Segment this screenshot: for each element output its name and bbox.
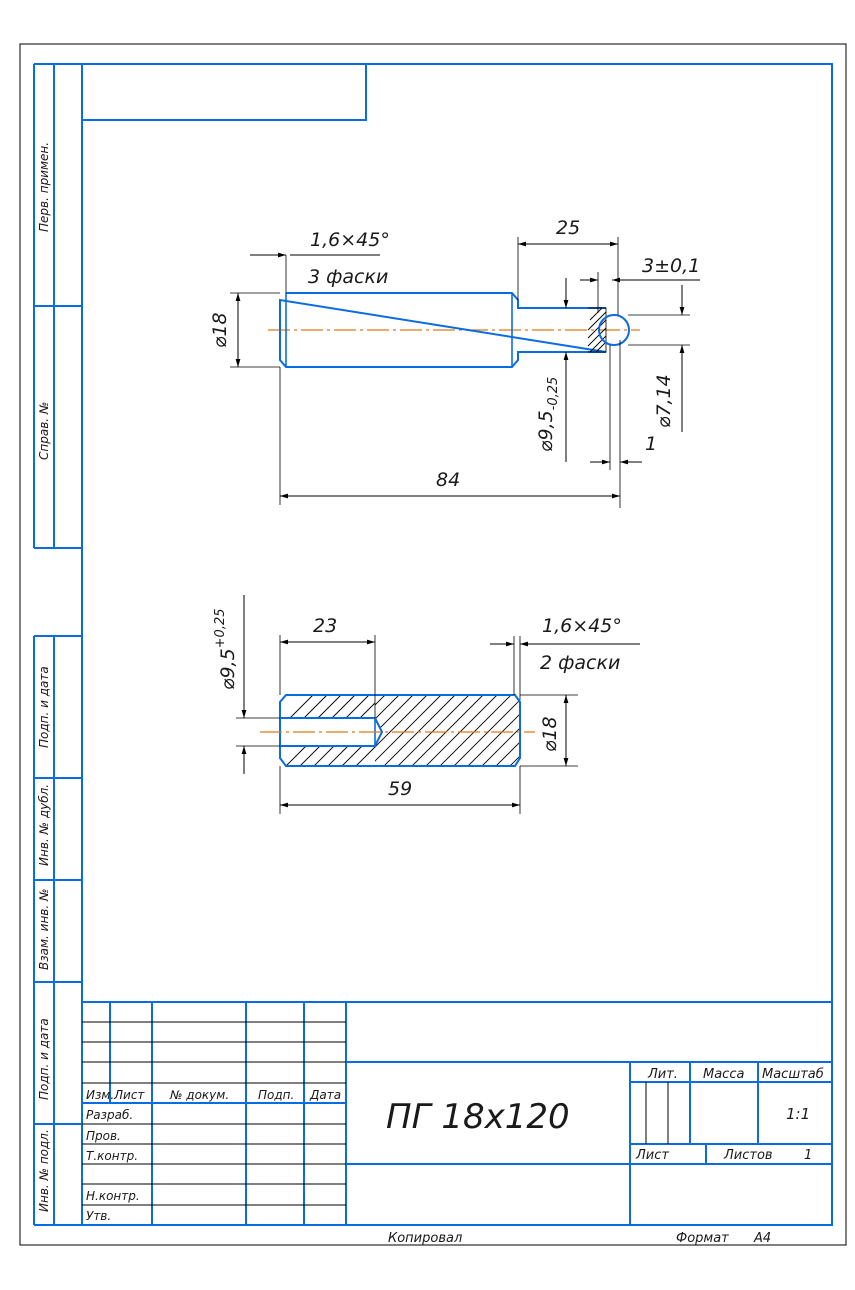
pin-cross-hole bbox=[598, 314, 630, 346]
role-prov: Пров. bbox=[86, 1129, 121, 1143]
pin-dim-3: 3±0,1 bbox=[642, 255, 700, 277]
sheet-label: Лист bbox=[635, 1148, 669, 1163]
massa-label: Масса bbox=[703, 1067, 744, 1082]
pin-dia-95-tol: -0,25 bbox=[546, 377, 561, 411]
bushing-dim-23: 23 bbox=[313, 615, 337, 637]
bushing-dim-59: 59 bbox=[388, 778, 412, 800]
format-value: А4 bbox=[753, 1231, 771, 1246]
designation: ПГ 18х120 bbox=[386, 1097, 570, 1137]
col-list: Лист bbox=[113, 1088, 145, 1102]
bushing-dia-95: ⌀9,5 bbox=[217, 648, 239, 690]
lit-label: Лит. bbox=[647, 1067, 678, 1082]
svg-text:⌀9,5-0,25: ⌀9,5-0,25 bbox=[535, 377, 561, 452]
pin-dia-95: ⌀9,5 bbox=[535, 410, 557, 452]
side-stamp-upper bbox=[33, 63, 82, 549]
pin-dim-84: 84 bbox=[436, 469, 460, 491]
sheets-label: Листов bbox=[723, 1148, 773, 1163]
role-n-kontr: Н.контр. bbox=[86, 1189, 140, 1203]
pin-chamfer-label: 1,6×45° bbox=[310, 229, 390, 251]
copied-label: Копировал bbox=[388, 1231, 462, 1246]
pin-dia-714: ⌀7,14 bbox=[653, 374, 675, 428]
bushing-dia-95-tol: +0,25 bbox=[213, 609, 228, 649]
sheet-trim-border bbox=[19, 43, 847, 1246]
bushing-bore bbox=[280, 717, 384, 747]
top-left-box bbox=[81, 63, 367, 121]
col-data: Дата bbox=[309, 1088, 341, 1102]
bushing-dia-18: ⌀18 bbox=[539, 716, 561, 752]
role-utv: Утв. bbox=[86, 1209, 111, 1223]
stamp-vzam-inv: Взам. инв. № bbox=[37, 889, 51, 970]
side-stamp-lower bbox=[33, 635, 82, 1226]
bushing-chamfer-note: 2 фаски bbox=[540, 652, 620, 674]
col-izm: Изм. bbox=[86, 1088, 114, 1102]
bushing-hatch bbox=[375, 695, 520, 766]
pin-dia-18: ⌀18 bbox=[209, 312, 231, 348]
pin-view bbox=[268, 292, 640, 368]
stamp-podp-data-1: Подп. и дата bbox=[37, 666, 51, 748]
bushing-dimensions: ⌀9,5+0,25 23 1,6×45° 2 фаски ⌀18 59 bbox=[213, 595, 640, 814]
svg-text:⌀9,5+0,25: ⌀9,5+0,25 bbox=[213, 609, 239, 691]
stamp-inv-dubl: Инв. № дубл. bbox=[37, 784, 51, 866]
bushing-wall-hatch bbox=[285, 694, 376, 767]
col-doc-no: № докум. bbox=[169, 1088, 229, 1102]
bushing-chamfer-label: 1,6×45° bbox=[542, 615, 622, 637]
format-label: Формат bbox=[676, 1231, 729, 1246]
stamp-sprav-no: Справ. № bbox=[37, 402, 51, 460]
pin-chamfer-note: 3 фаски bbox=[308, 266, 388, 288]
role-razrab: Разраб. bbox=[86, 1108, 133, 1122]
bushing-outline bbox=[279, 694, 521, 767]
drawing-frame bbox=[81, 63, 833, 1226]
scale-value: 1:1 bbox=[786, 1105, 810, 1123]
scale-label: Масштаб bbox=[762, 1067, 824, 1082]
stamp-inv-podl: Инв. № подл. bbox=[37, 1129, 51, 1212]
title-block bbox=[82, 1001, 832, 1225]
stamp-perv-primen: Перв. примен. bbox=[37, 142, 51, 232]
sheets-value: 1 bbox=[804, 1148, 812, 1163]
col-podp: Подп. bbox=[258, 1088, 294, 1102]
pin-dim-25: 25 bbox=[556, 217, 580, 239]
pin-dim-1: 1 bbox=[645, 433, 657, 455]
bushing-view bbox=[260, 694, 535, 767]
role-t-kontr: Т.контр. bbox=[86, 1149, 138, 1163]
stamp-podp-data-2: Подп. и дата bbox=[37, 1018, 51, 1100]
pin-hole-section bbox=[587, 307, 607, 353]
pin-dimensions: 1,6×45° 3 фаски 25 3±0,1 ⌀18 ⌀9,5-0,25 ⌀… bbox=[209, 217, 700, 508]
